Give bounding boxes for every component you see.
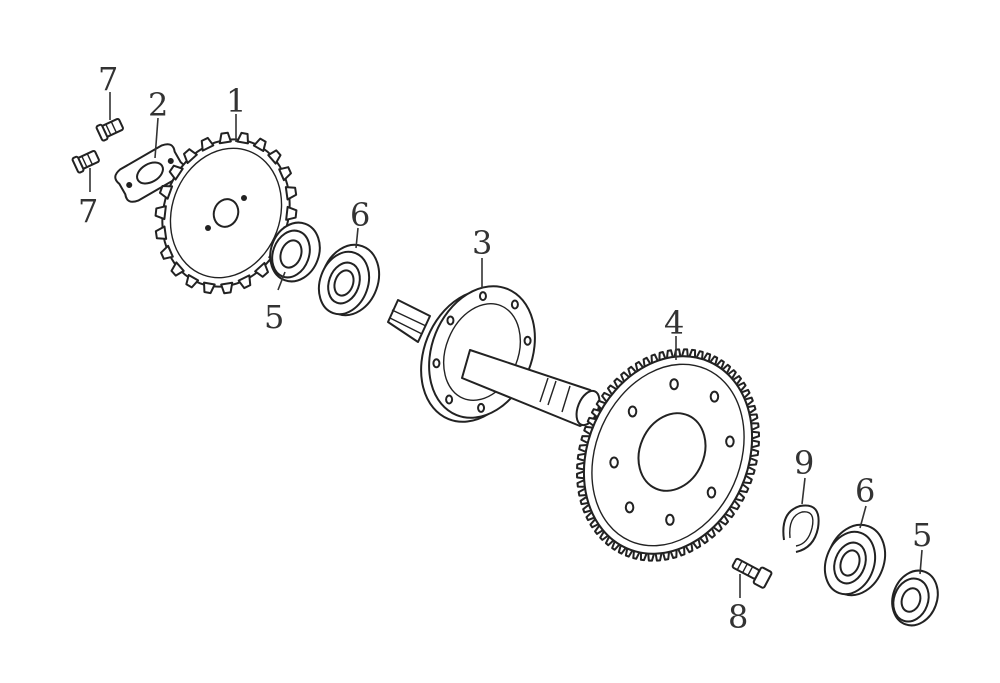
flange-bolt-hole — [523, 335, 532, 346]
flange-bolt-hole — [445, 394, 454, 405]
sprocket-tooth — [203, 281, 216, 295]
flange-bolt-hole — [477, 402, 486, 413]
sprocket-tooth — [267, 149, 282, 165]
gear-bolt-hole — [624, 501, 635, 514]
seal-left-part — [269, 221, 321, 283]
sprocket-tooth — [170, 261, 185, 277]
sprocket-tooth — [254, 261, 269, 278]
sprocket-part — [154, 131, 298, 295]
sprocket-tooth — [237, 274, 252, 290]
callout-8: 8 — [728, 598, 748, 636]
bolt-lower-part — [71, 149, 100, 174]
sprocket-tooth — [285, 205, 298, 221]
flange-bolt-hole — [478, 291, 487, 302]
flange-bolt-hole — [510, 299, 519, 310]
sprocket-tooth — [218, 131, 232, 145]
sprocket-tooth — [168, 164, 184, 181]
bolt-upper-part — [95, 117, 124, 142]
sprocket-tooth — [185, 274, 200, 289]
gear-bolt-hole — [709, 390, 720, 403]
ring-gear-part — [575, 348, 761, 562]
sprocket-tooth — [160, 244, 174, 260]
callout-5-left: 5 — [264, 298, 284, 336]
callout-1: 1 — [226, 82, 246, 120]
sprocket-tooth — [200, 136, 215, 152]
callout-7-upper: 7 — [98, 60, 118, 98]
gear-bolt-hole — [609, 456, 619, 469]
bolt-gear-part — [731, 557, 773, 589]
callout-6-right: 6 — [855, 472, 875, 510]
seal-right-part — [891, 569, 939, 627]
leader-lines — [89, 92, 923, 598]
gear-bolt-hole — [669, 378, 679, 391]
callout-7-lower: 7 — [78, 192, 98, 230]
sprocket-tooth — [220, 281, 234, 295]
sprocket-tooth — [252, 137, 267, 152]
gear-bolt-hole — [627, 405, 638, 418]
flange-bolt-hole — [432, 358, 441, 369]
sprocket-tooth — [154, 225, 168, 240]
sprocket-tooth — [278, 166, 292, 182]
plate-part — [114, 143, 186, 203]
shaft-flange-part — [387, 285, 601, 427]
callout-3: 3 — [472, 224, 492, 262]
sprocket-tooth — [158, 184, 174, 200]
gear-bolt-hole — [725, 435, 735, 448]
bearing-left-part — [317, 243, 381, 317]
callout-6-left: 6 — [350, 196, 370, 234]
callout-9: 9 — [794, 444, 814, 482]
callout-4: 4 — [664, 304, 684, 342]
sprocket-tooth — [183, 148, 198, 165]
sprocket-tooth — [236, 131, 249, 145]
bearing-right-part — [823, 523, 887, 597]
sprocket-tooth — [284, 186, 298, 201]
snap-ring-part — [782, 504, 820, 553]
gear-bolt-hole — [665, 513, 675, 526]
sprocket-tooth — [154, 205, 167, 221]
flange-bolt-hole — [446, 315, 455, 326]
callout-5-right: 5 — [912, 516, 932, 554]
callout-2: 2 — [148, 86, 168, 124]
gear-bolt-hole — [706, 486, 717, 499]
